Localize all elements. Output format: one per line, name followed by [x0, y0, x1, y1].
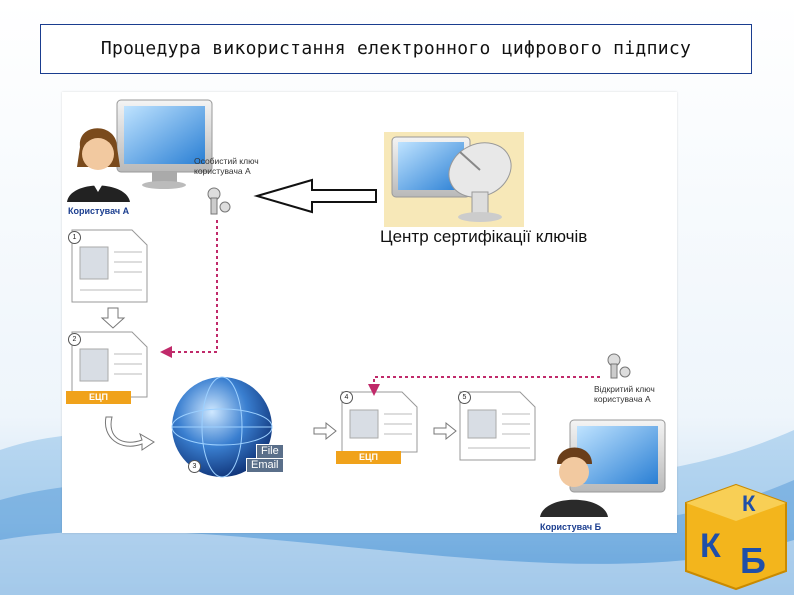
logo-letter-1: К — [742, 491, 756, 516]
document-2 — [71, 331, 148, 398]
monitor-user-b — [569, 419, 666, 493]
monitor-user-a — [116, 99, 213, 189]
signature-badge-1: ЕЦП — [66, 391, 131, 404]
step-number-5: 5 — [458, 391, 471, 404]
user-b-label: Користувач Б — [540, 522, 602, 532]
file-label: File — [256, 444, 284, 459]
key-icon-public — [607, 353, 631, 379]
diagram-panel: Особистий ключ користувача А Користувач … — [62, 92, 677, 533]
user-b-avatar — [540, 447, 608, 517]
dashed-line-public-key — [368, 376, 600, 396]
step-number-3: 3 — [188, 460, 201, 473]
arrow-down — [100, 307, 126, 329]
step-number-2: 2 — [68, 333, 81, 346]
diagram-graphics — [67, 99, 666, 517]
arrow-ca-to-user-a — [253, 178, 377, 214]
document-1 — [71, 229, 148, 303]
kkb-logo: К К Б — [685, 483, 787, 591]
globe-icon — [171, 376, 273, 478]
signature-badge-2: ЕЦП — [336, 451, 401, 464]
certification-center-label: Центр сертифікації ключів — [380, 227, 588, 246]
logo-letter-2: К — [700, 527, 721, 565]
document-5 — [459, 391, 536, 461]
step-number-1: 1 — [68, 231, 81, 244]
logo-letter-3: Б — [740, 540, 766, 581]
user-a-avatar — [67, 128, 130, 202]
arrow-globe-to-doc4 — [313, 421, 337, 441]
document-4 — [341, 391, 418, 453]
arrow-doc4-to-doc5 — [433, 421, 457, 441]
private-key-label: Особистий ключ користувача А — [194, 156, 259, 176]
page-title: Процедура використання електронного цифр… — [100, 38, 692, 59]
key-icon-private — [207, 187, 231, 215]
email-label: Email — [246, 458, 284, 473]
dashed-line-private-key — [160, 220, 218, 358]
user-a-label: Користувач А — [68, 206, 130, 216]
step-number-4: 4 — [340, 391, 353, 404]
public-key-label: Відкритий ключ користувача А — [594, 384, 655, 404]
certification-center-icon — [384, 132, 524, 227]
title-box: Процедура використання електронного цифр… — [40, 24, 752, 74]
arrow-curve-to-globe — [104, 416, 155, 451]
